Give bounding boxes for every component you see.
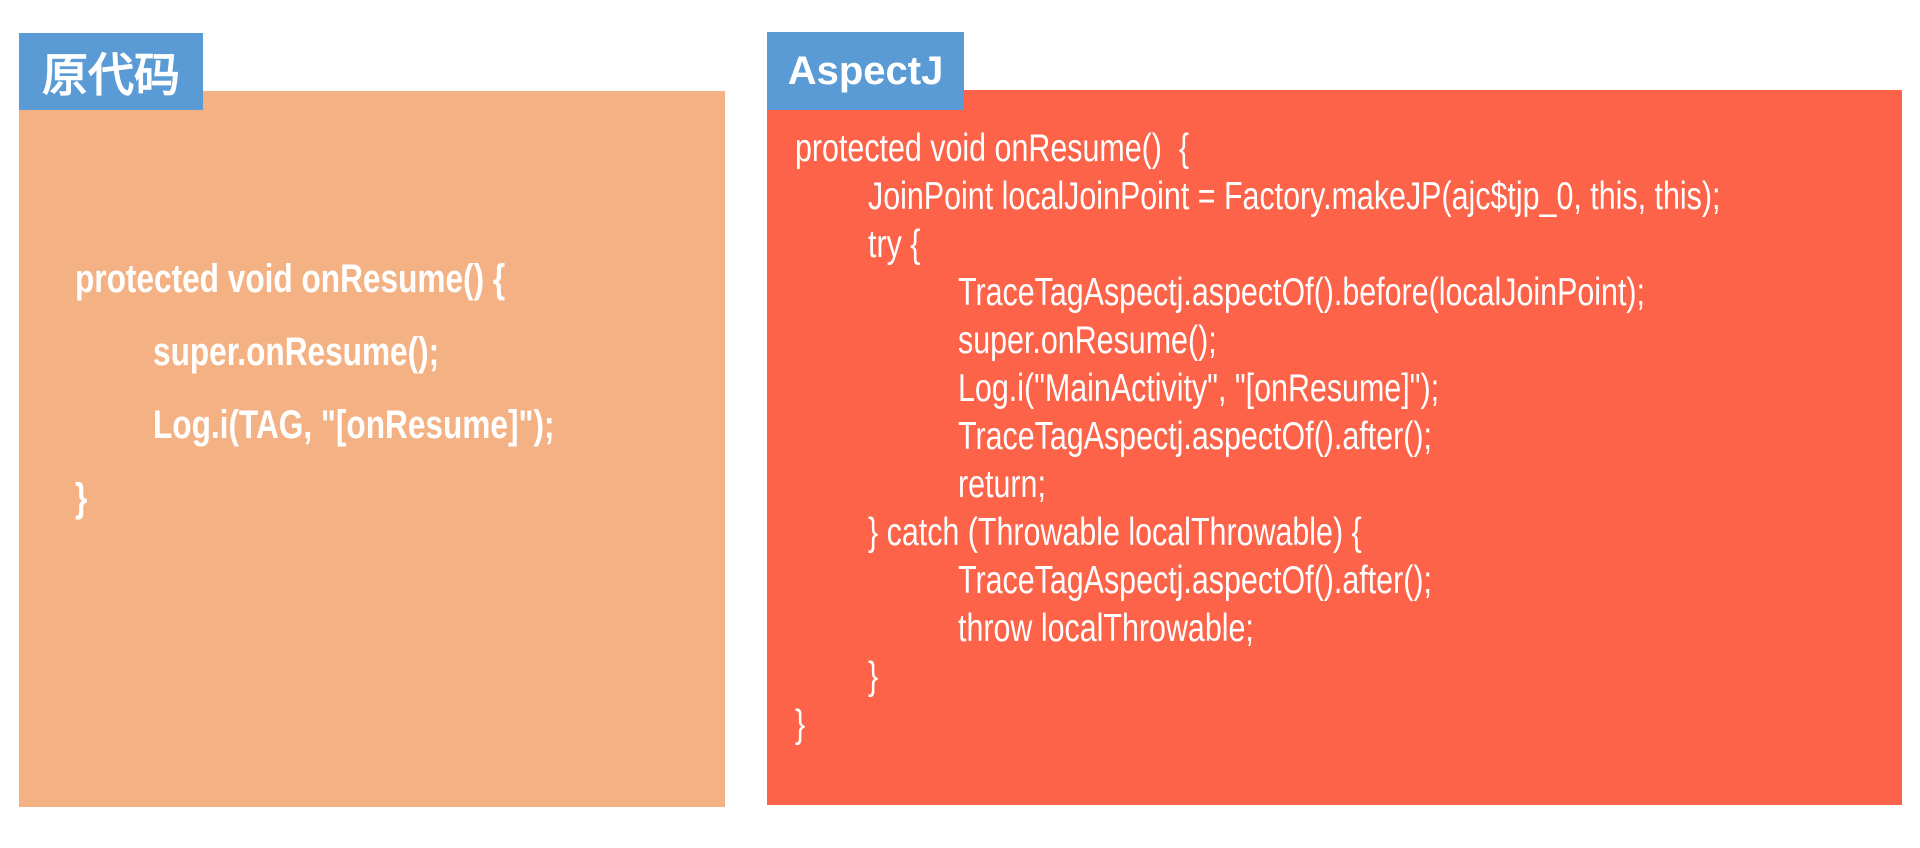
aspectj-code-panel bbox=[767, 90, 1902, 805]
code-line: Log.i("MainActivity", "[onResume]"); bbox=[958, 367, 1440, 410]
aspectj-code-block: protected void onResume() { JoinPoint loc… bbox=[795, 125, 1920, 749]
original-code-panel bbox=[19, 91, 725, 807]
aspectj-label: AspectJ bbox=[767, 32, 964, 110]
code-line: throw localThrowable; bbox=[958, 607, 1254, 650]
code-line: super.onResume(); bbox=[958, 319, 1217, 362]
code-line: try { bbox=[868, 223, 921, 266]
code-line: TraceTagAspectj.aspectOf().after(); bbox=[958, 559, 1432, 602]
code-line: } bbox=[75, 476, 88, 520]
code-line: return; bbox=[958, 463, 1046, 506]
code-line: TraceTagAspectj.aspectOf().before(localJ… bbox=[958, 271, 1646, 314]
code-line: } bbox=[795, 703, 806, 746]
code-line: } bbox=[868, 655, 879, 698]
original-code-label: 原代码 bbox=[19, 33, 203, 110]
code-line: super.onResume(); bbox=[153, 330, 440, 374]
original-code-block: protected void onResume() { super.onResum… bbox=[75, 243, 661, 535]
code-line: } catch (Throwable localThrowable) { bbox=[868, 511, 1362, 554]
code-line: JoinPoint localJoinPoint = Factory.makeJ… bbox=[868, 175, 1721, 218]
code-line: protected void onResume() { bbox=[75, 257, 506, 301]
code-line: protected void onResume() { bbox=[795, 127, 1189, 170]
code-line: Log.i(TAG, "[onResume]"); bbox=[153, 403, 555, 447]
code-line: TraceTagAspectj.aspectOf().after(); bbox=[958, 415, 1432, 458]
